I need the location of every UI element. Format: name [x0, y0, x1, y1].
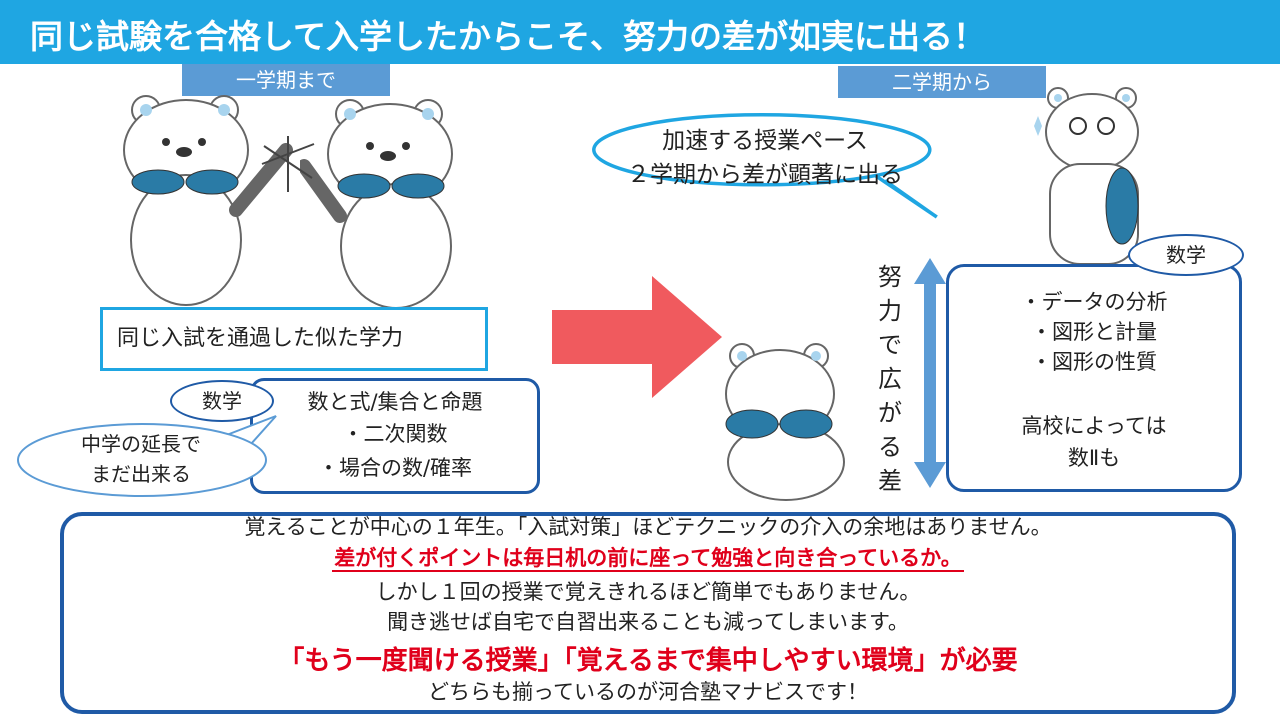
speech-line-2: ２学期から差が顕著に出る: [627, 162, 903, 188]
vertical-char: で: [878, 331, 902, 359]
summary-line-6: どちらも揃っているのが河合塾マナビスです！: [428, 680, 868, 704]
summary-line-5-emphasis: 「もう一度聞ける授業」「覚えるまで集中しやすい環境」が必要: [278, 646, 1018, 676]
bear-sitting-illustration: [725, 343, 845, 501]
vertical-char: 差: [878, 467, 902, 495]
same-ability-label: 同じ入試を通過した似た学力: [100, 307, 488, 371]
high-five-spark-icon: [261, 136, 315, 192]
math-first-item: 数と式/集合と命題: [307, 390, 483, 414]
thought-line-1: 中学の延長で: [81, 432, 201, 456]
slide-title: 同じ試験を合格して入学したからこそ、努力の差が如実に出る！: [30, 17, 987, 56]
summary-line-1: 覚えることが中心の１年生。「入試対策」ほどテクニックの介入の余地はありません。: [244, 515, 1052, 539]
math-first-item: ・二次関数: [342, 422, 448, 446]
vertical-char: 広: [878, 365, 902, 393]
math-second-item: ・図形と計量: [1031, 320, 1157, 344]
term-tag-first: 一学期まで: [182, 64, 390, 96]
vertical-char: 努: [878, 263, 902, 291]
vertical-char: 力: [878, 297, 902, 325]
math-first-term-box: [250, 378, 540, 494]
summary-box: [60, 512, 1236, 714]
progress-arrow-icon: [552, 276, 722, 398]
speech-bubble: [592, 113, 938, 219]
summary-line-4: 聞き逃せば自宅で自習出来ることも減ってしまいます。: [387, 610, 909, 634]
speech-line-1: 加速する授業ペース: [662, 128, 868, 154]
math-first-item: ・場合の数/確率: [317, 456, 473, 480]
title-bar: [0, 0, 1280, 64]
vertical-char: が: [878, 399, 902, 427]
math-second-tag: 数学: [1128, 234, 1244, 276]
term-tag-second: 二学期から: [838, 66, 1046, 98]
math-second-note-2: 数Ⅱも: [1067, 446, 1121, 470]
math-second-item: ・データの分析: [1020, 290, 1168, 314]
math-second-term-box: [946, 264, 1242, 492]
vertical-char: る: [878, 433, 902, 461]
vertical-gap-text: 努 力 で 広 が る 差: [870, 260, 910, 498]
summary-highlight-text: 差が付くポイントは毎日机の前に座って勉強と向き合っているか。: [332, 546, 964, 572]
bear-right-illustration: [300, 99, 453, 309]
math-first-tag: 数学: [170, 380, 274, 422]
thought-bubble: [17, 415, 277, 497]
thought-line-2: まだ出来る: [91, 462, 191, 486]
bear-left-illustration: [123, 95, 293, 306]
summary-line-2-highlight: 差が付くポイントは毎日机の前に座って勉強と向き合っているか。: [60, 542, 1236, 572]
math-second-note-1: 高校によっては: [1021, 414, 1167, 438]
summary-line-3: しかし１回の授業で覚えきれるほど簡単でもありません。: [375, 580, 921, 604]
math-second-item: ・図形の性質: [1031, 350, 1157, 374]
double-arrow-icon: [914, 258, 946, 488]
bear-glasses-illustration: [1034, 87, 1139, 265]
